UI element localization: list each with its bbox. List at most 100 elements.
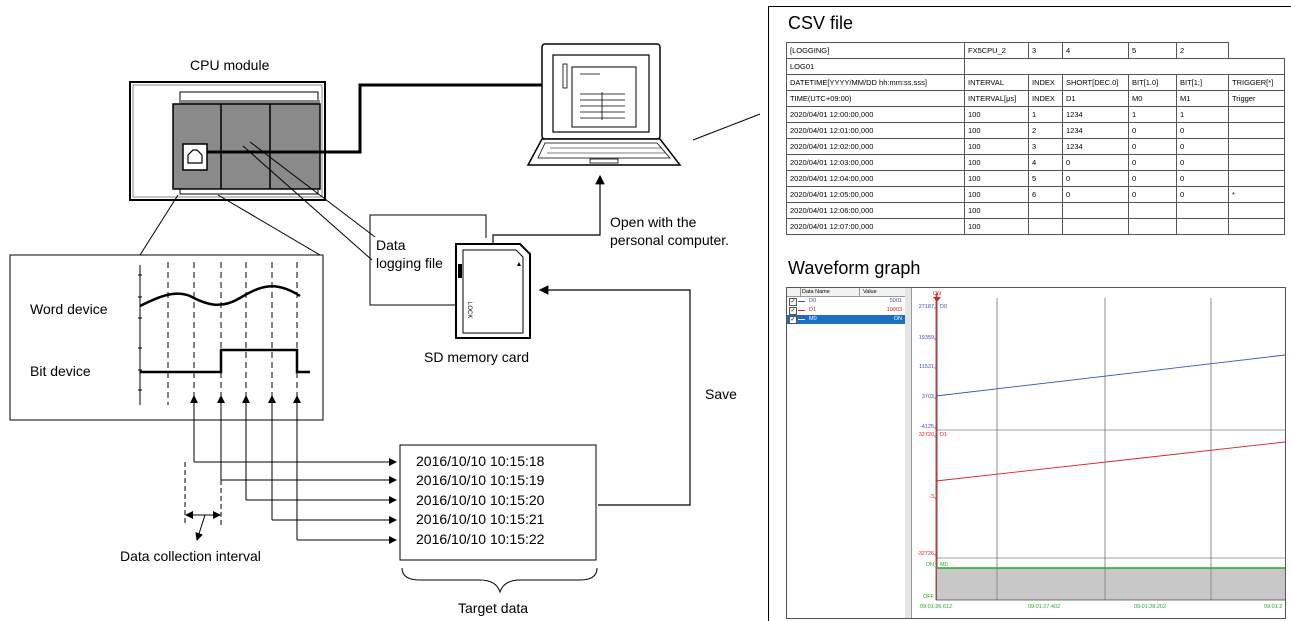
csv-cell: 0 [1128, 138, 1177, 155]
y-tick-label-d1: 32720 [919, 432, 934, 438]
csv-cell [1128, 218, 1177, 235]
csv-cell: DATETIME[YYYY/MM/DD hh:mm:ss.sss] [786, 74, 965, 91]
csv-cell: 100 [964, 170, 1029, 187]
word-device-label: Word device [30, 301, 108, 317]
csv-cell: M1 [1176, 90, 1229, 107]
csv-cell: M0 [1128, 90, 1177, 107]
y-tick-label-d0: 27187 [919, 304, 934, 310]
csv-cell: 0 [1176, 138, 1229, 155]
csv-cell: 2 [1028, 122, 1063, 139]
series-checkbox[interactable]: ✓ [789, 298, 797, 306]
timestamp-2: 2016/10/10 10:15:19 [416, 472, 545, 488]
series-checkbox[interactable]: ✓ [789, 316, 797, 324]
right-panel-border [768, 6, 769, 621]
csv-cell: 1 [1028, 106, 1063, 123]
csv-cell: 0 [1176, 122, 1229, 139]
series-value: 10003 [886, 307, 902, 313]
csv-cell: 2020/04/01 12:01:00,000 [786, 122, 965, 139]
csv-cell: FX5CPU_2 [964, 42, 1029, 59]
logging-file-bracket [369, 214, 487, 306]
trigger-label: ON [933, 291, 941, 297]
timestamp-1: 2016/10/10 10:15:18 [416, 453, 545, 469]
csv-cell: 100 [964, 106, 1029, 123]
waveform-graph-title: Waveform graph [788, 258, 921, 278]
x-tick-label: 09:01:27.402 [1028, 604, 1060, 610]
zoom-line-left [139, 194, 179, 256]
open-with-pc-label: Open with the personal computer. [610, 214, 730, 248]
csv-cell: SHORT[DEC.0] [1062, 74, 1129, 91]
csv-cell: 0 [1062, 170, 1129, 187]
csv-cell: 0 [1128, 122, 1177, 139]
ethernet-port-icon [182, 143, 208, 171]
y-tick-label-d0: 3703 [922, 394, 934, 400]
list-header-name: Data Name [802, 289, 830, 295]
target-data-brace [401, 567, 598, 594]
csv-cell: 100 [964, 122, 1029, 139]
list-header-value: Value [863, 289, 877, 295]
series-checkbox[interactable]: ✓ [789, 307, 797, 315]
device-waveform-box [9, 254, 324, 421]
timestamp-arrows [194, 458, 397, 544]
cpu-module [129, 81, 326, 201]
timestamp-3: 2016/10/10 10:15:20 [416, 492, 545, 508]
series-tag-m0: M0 [940, 562, 948, 568]
save-arrow [538, 285, 691, 506]
csv-cell: 0 [1128, 154, 1177, 171]
laptop-icon [526, 43, 682, 166]
right-panel-top-border [768, 6, 1291, 7]
csv-cell: INTERVAL [964, 74, 1029, 91]
csv-cell: 1 [1176, 106, 1229, 123]
csv-cell [1228, 122, 1285, 139]
left-diagram: LOCK [9, 43, 760, 594]
csv-cell [1028, 202, 1063, 219]
csv-cell: 1 [1128, 106, 1177, 123]
csv-cell: 100 [964, 186, 1029, 203]
csv-cell: 1234 [1062, 106, 1129, 123]
csv-cell [964, 58, 1285, 75]
y-tick-label-d0: 19359 [919, 335, 934, 341]
series-color-swatch [798, 301, 805, 302]
splitter-bar[interactable] [905, 288, 912, 618]
target-data-label: Target data [458, 600, 529, 616]
y-tick-label-d0: 11531 [919, 364, 934, 370]
series-line-d0 [935, 354, 1285, 397]
zoom-line-right [217, 194, 321, 256]
csv-cell: 2020/04/01 12:02:00,000 [786, 138, 965, 155]
bit-tick-on: ON [926, 562, 934, 568]
csv-cell: 2020/04/01 12:06:00,000 [786, 202, 965, 219]
series-value: 5001 [889, 298, 902, 304]
csv-cell: 100 [964, 154, 1029, 171]
csv-cell: BIT[1.0] [1128, 74, 1177, 91]
series-line-d1 [935, 441, 1285, 482]
csv-cell: 2020/04/01 12:03:00,000 [786, 154, 965, 171]
csv-cell [1176, 202, 1229, 219]
y-tick-label-d1: -32726 [917, 551, 934, 557]
bit-device-label: Bit device [30, 363, 91, 379]
csv-cell: 3 [1028, 42, 1063, 59]
csv-file-title: CSV file [788, 13, 854, 33]
csv-cell: 3 [1028, 138, 1063, 155]
csv-cell [1228, 42, 1285, 59]
series-value: ON [893, 316, 902, 322]
csv-row: DATETIME[YYYY/MM/DD hh:mm:ss.sss]INTERVA… [786, 74, 1285, 91]
data-collection-interval-label: Data collection interval [120, 548, 261, 564]
csv-cell: 0 [1062, 186, 1129, 203]
csv-cell [1228, 202, 1285, 219]
csv-cell: [LOGGING] [786, 42, 965, 59]
csv-cell: 100 [964, 138, 1029, 155]
csv-cell: 2020/04/01 12:04:00,000 [786, 170, 965, 187]
csv-cell [1062, 202, 1129, 219]
logging-callout-1 [249, 141, 376, 238]
sd-card-icon: LOCK [455, 243, 531, 339]
csv-cell: 0 [1062, 154, 1129, 171]
csv-cell: D1 [1062, 90, 1129, 107]
